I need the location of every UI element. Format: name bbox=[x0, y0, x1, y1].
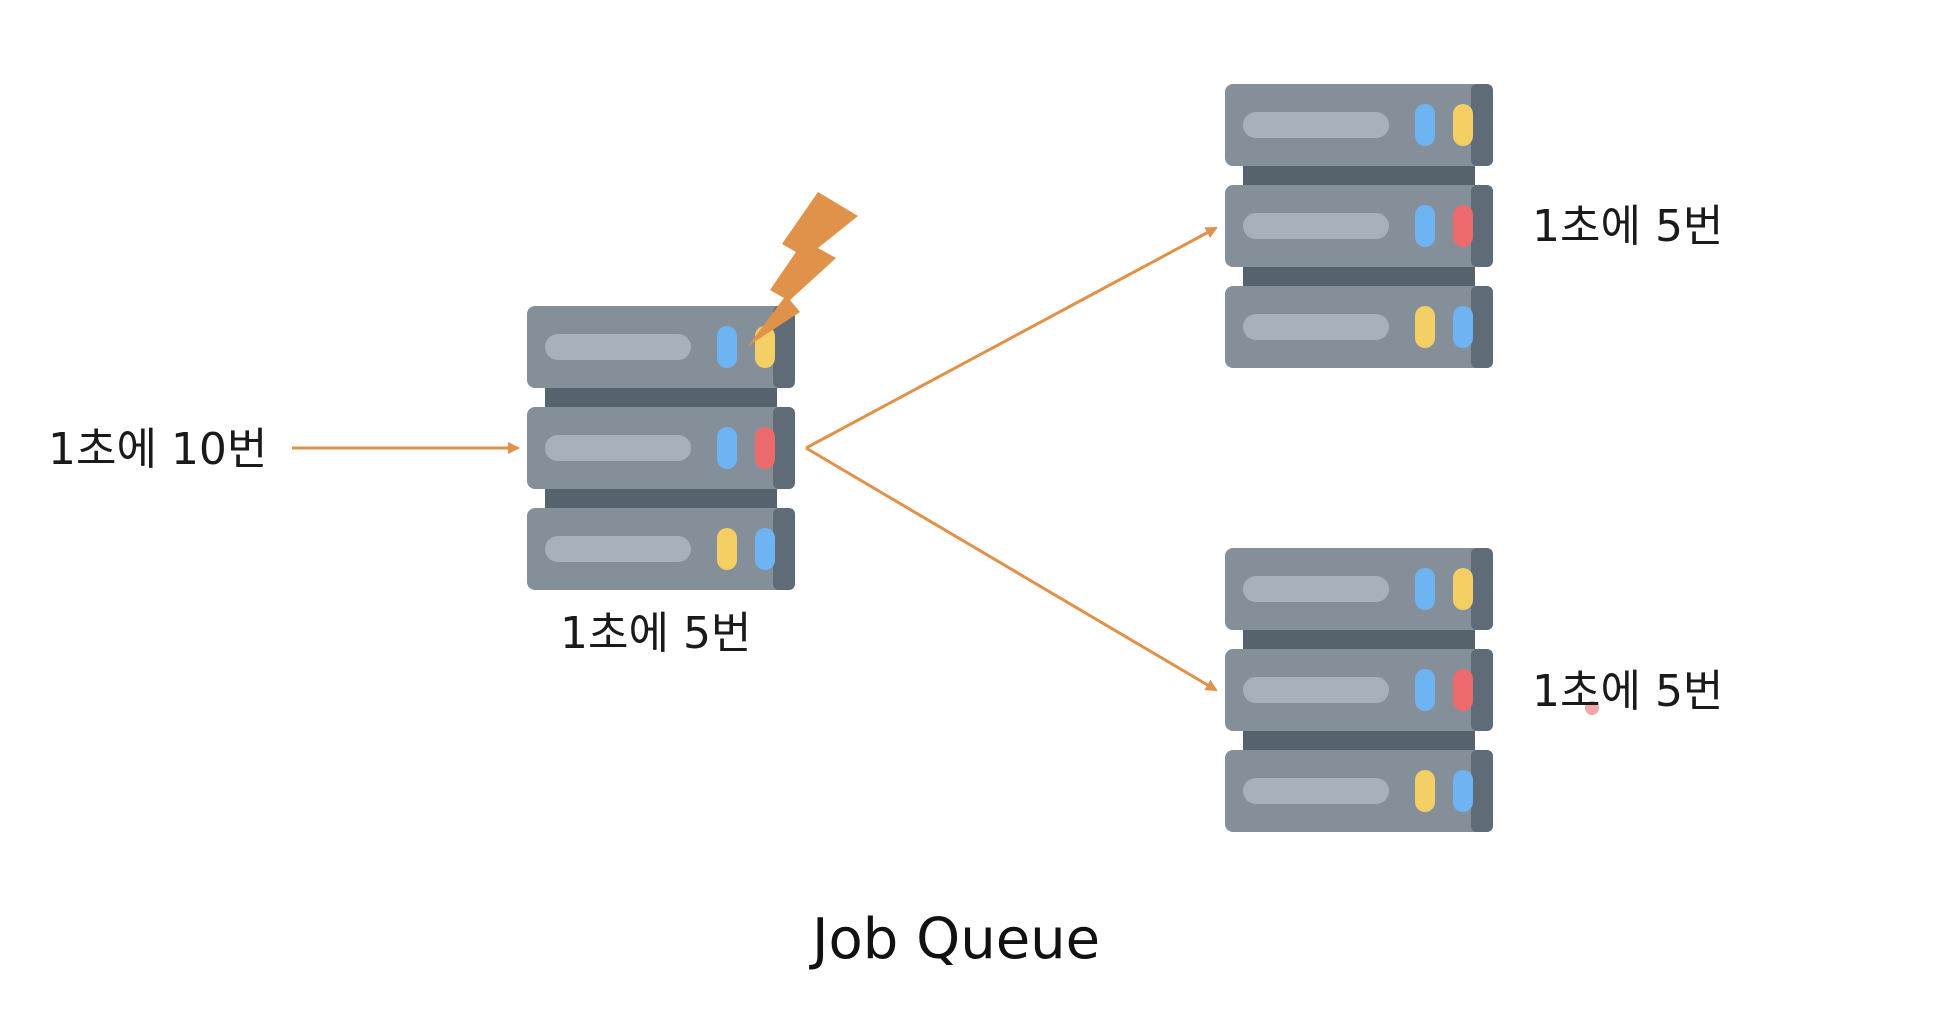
cursor-dot bbox=[1585, 701, 1599, 715]
lightning-bolt-icon bbox=[748, 192, 858, 346]
main-server-icon bbox=[527, 306, 795, 590]
input-rate-label: 1초에 10번 bbox=[48, 424, 268, 475]
main-server-rate-label: 1초에 5번 bbox=[560, 608, 752, 659]
arrow-to-bottom-server bbox=[805, 446, 1218, 692]
top-server-icon bbox=[1225, 84, 1493, 368]
bottom-server-icon bbox=[1225, 548, 1493, 832]
top-server-rate-label: 1초에 5번 bbox=[1532, 201, 1724, 252]
bottom-server-rate-label: 1초에 5번 bbox=[1532, 666, 1724, 717]
diagram-caption: Job Queue bbox=[812, 907, 1101, 972]
arrow-to-top-server bbox=[805, 226, 1218, 450]
